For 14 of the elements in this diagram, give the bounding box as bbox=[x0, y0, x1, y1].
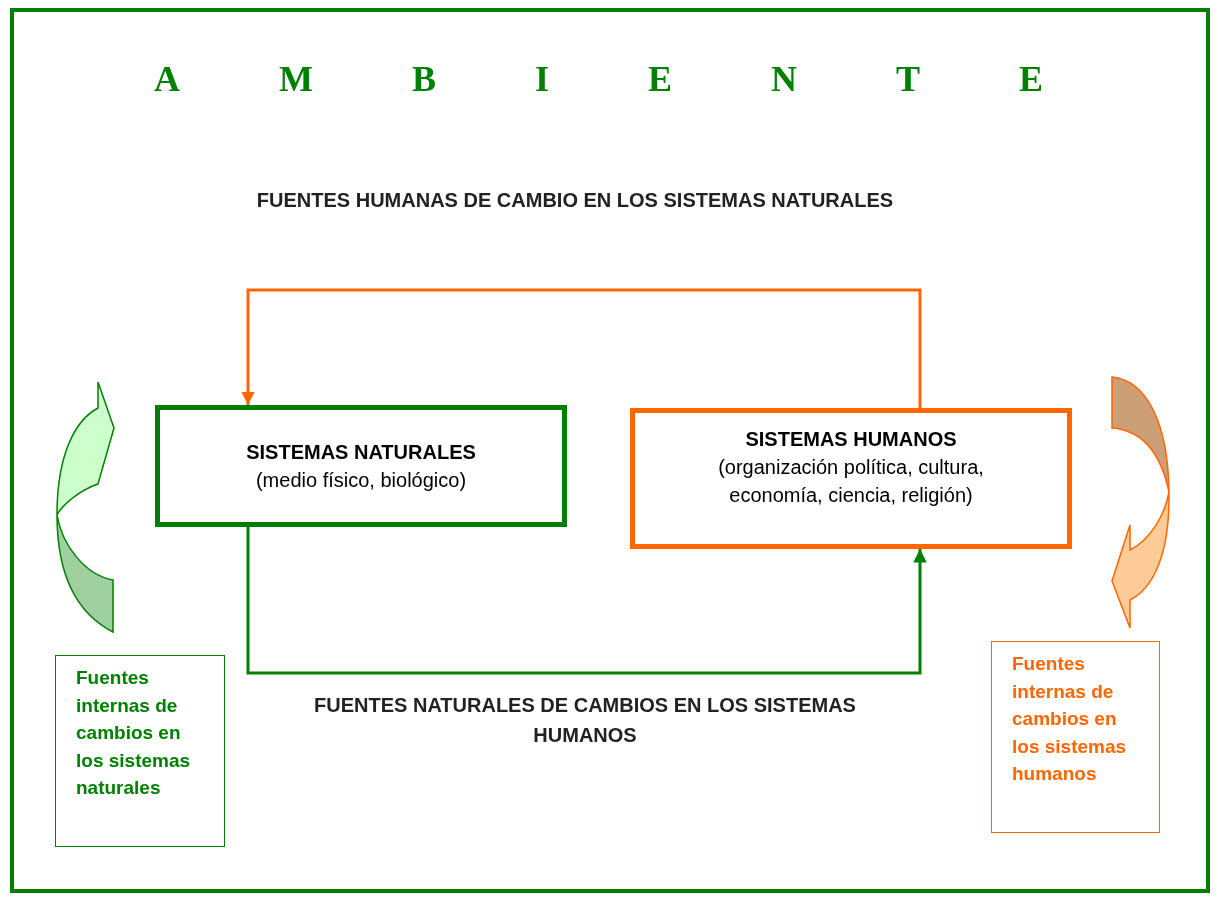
arrow bbox=[241, 288, 922, 408]
frame bbox=[10, 8, 1210, 893]
process-box bbox=[155, 405, 567, 527]
box-heading: SISTEMAS HUMANOS bbox=[744, 427, 958, 452]
box-text: (medio físico, biológico) bbox=[254, 468, 468, 493]
note-box bbox=[991, 641, 1160, 833]
note-text: Fuentes internas de cambios en los sistemas humanos bbox=[1011, 652, 1128, 786]
note-box bbox=[55, 655, 225, 847]
box-text: (organización política, cultura, economía, ciencia, religión) bbox=[717, 455, 985, 508]
title: AMBIENTE bbox=[154, 58, 1143, 101]
note-text: Fuentes internas de cambios en los sistemas naturales bbox=[75, 666, 192, 800]
process-box bbox=[630, 408, 1072, 549]
box-heading: SISTEMAS NATURALES bbox=[245, 440, 477, 465]
arrow bbox=[246, 527, 927, 675]
